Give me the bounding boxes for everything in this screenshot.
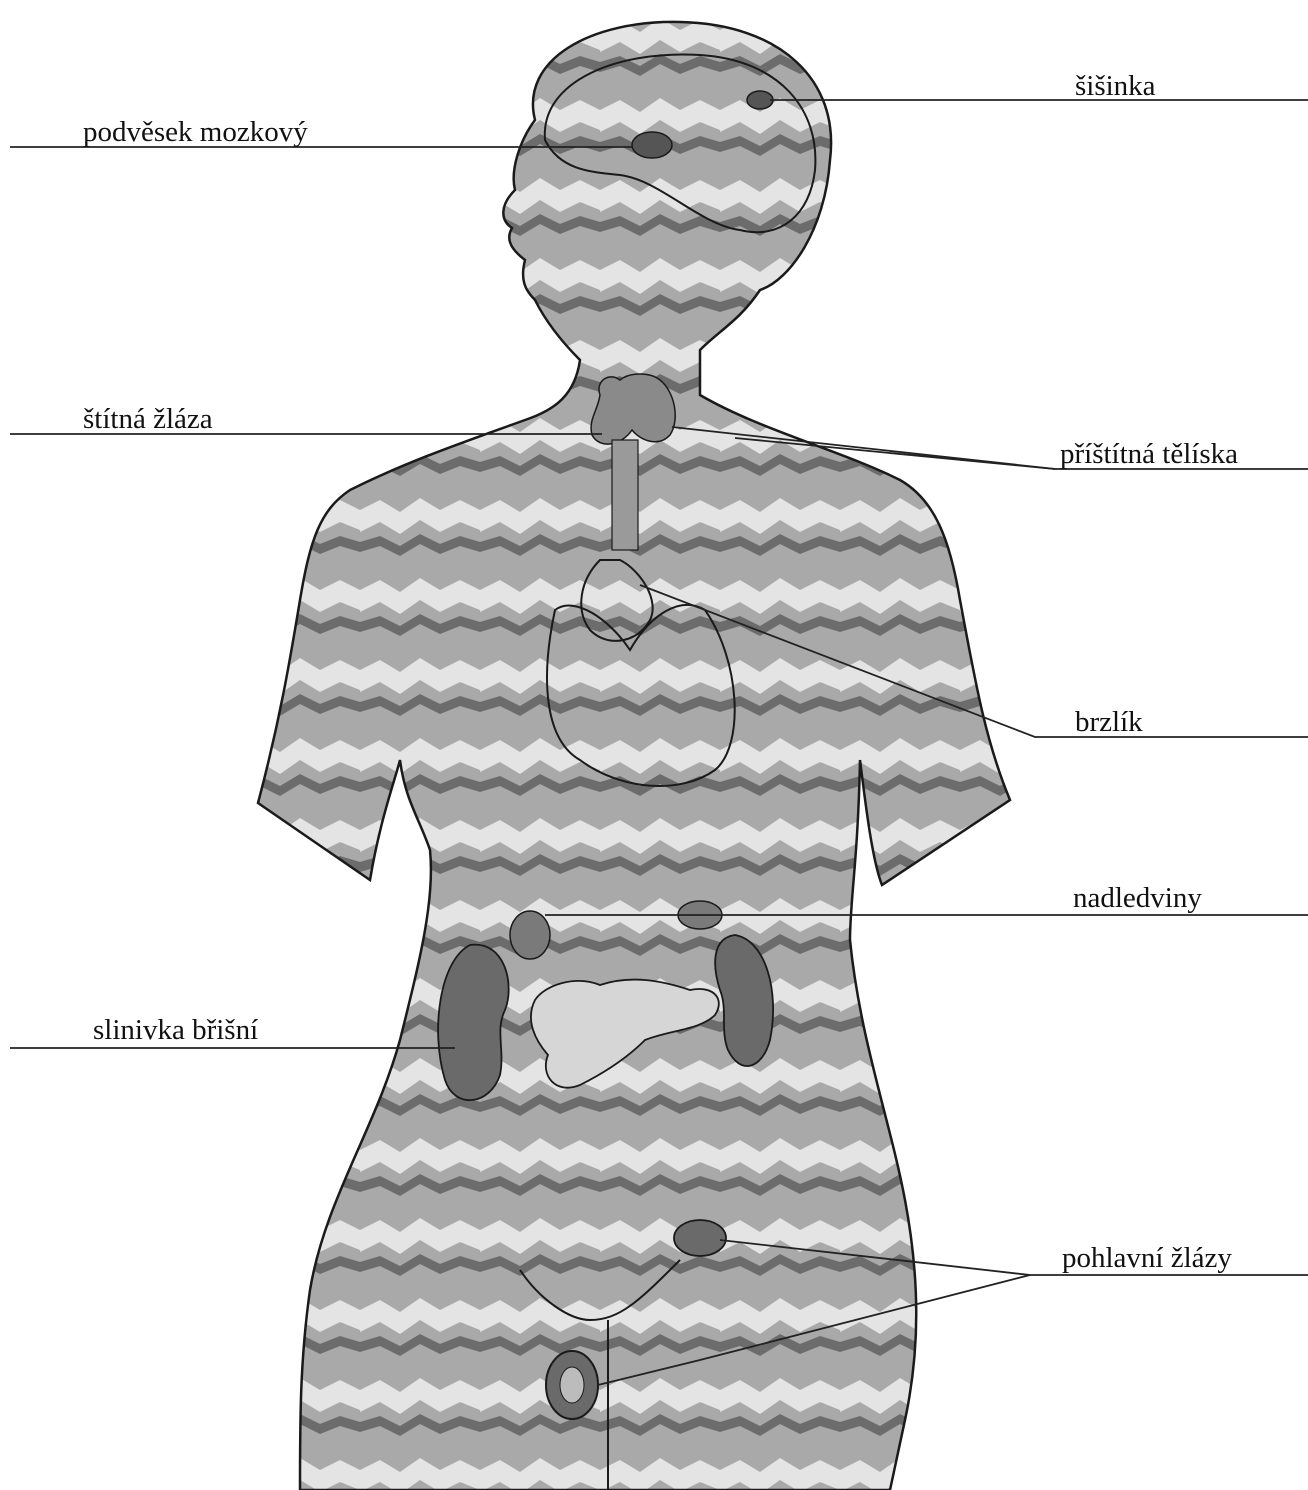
gonad-upper [674,1220,726,1256]
body-silhouette [258,22,1010,1490]
label-thyroid: štítná žláza [83,405,213,434]
pituitary-gland [632,132,672,158]
trachea [612,440,638,550]
label-pituitary: podvěsek mozkový [83,118,308,147]
gonad-lower-inner [560,1367,584,1403]
pineal-gland [747,91,773,109]
label-gonads: pohlavní žlázy [1062,1244,1232,1273]
label-thymus: brzlík [1075,708,1143,737]
label-pineal: šišinka [1075,72,1156,101]
adrenal-left [510,911,550,959]
label-adrenal: nadledviny [1073,884,1202,913]
label-parathyroid: příštítná tělíska [1060,440,1238,469]
label-pancreas: slinivka břišní [93,1016,258,1045]
